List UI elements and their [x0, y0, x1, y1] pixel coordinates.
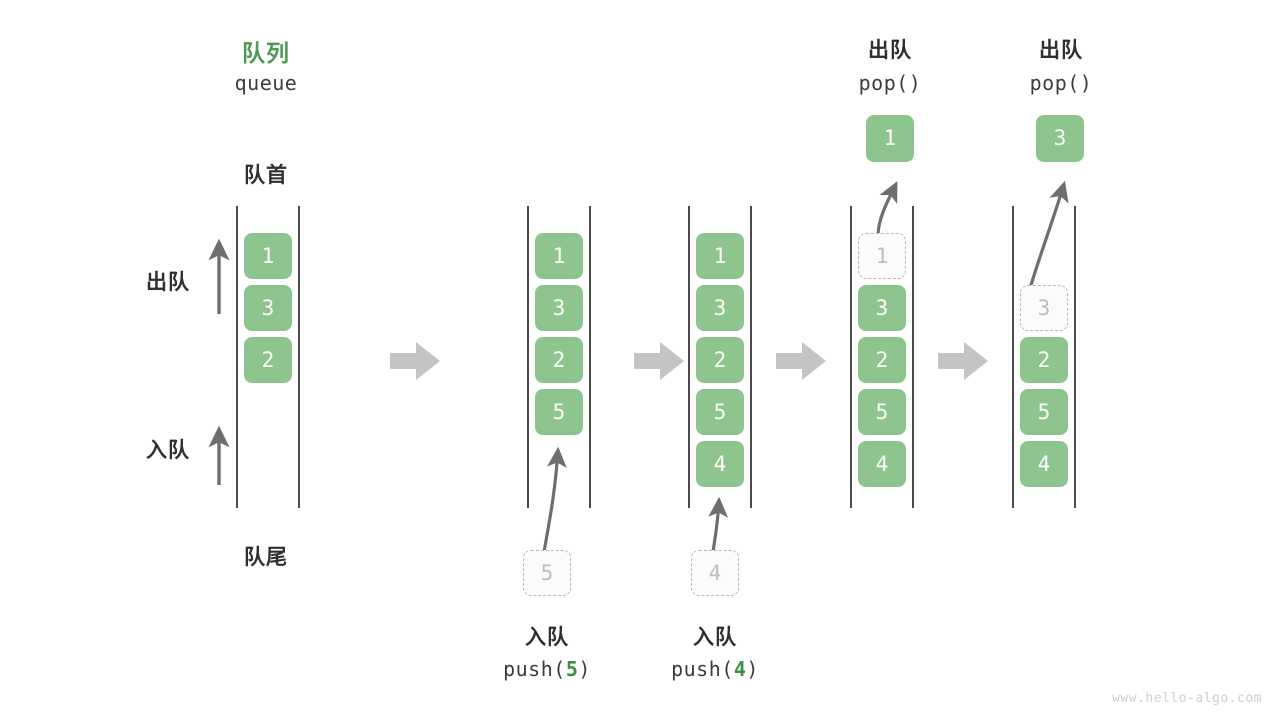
watermark: www.hello-algo.com: [1112, 691, 1262, 706]
queue-rail-right: [298, 206, 300, 508]
queue-cell: 5: [696, 389, 744, 435]
queue-cells: 1 3 2 5 4: [696, 233, 744, 487]
push-code-pre: push(: [503, 657, 566, 681]
queue-cell-empty: [1020, 233, 1068, 279]
queue-rail-right: [912, 206, 914, 508]
step-arrow-icon: [390, 342, 440, 380]
enqueue-direction-arrow-icon: [208, 425, 230, 485]
push-ghost-cell: 5: [523, 550, 571, 596]
pop-arrow-icon: [876, 181, 898, 237]
queue-cell: 4: [858, 441, 906, 487]
queue-cells: 1 3 2: [244, 233, 292, 383]
queue-cell: 5: [858, 389, 906, 435]
push-caption-cn: 入队: [693, 625, 737, 649]
push-caption-cn: 入队: [525, 625, 569, 649]
queue-cell: 2: [535, 337, 583, 383]
pop-header-cn: 出队: [868, 38, 912, 62]
pop-header-code: pop(): [1029, 71, 1093, 95]
queue-rail-right: [1074, 206, 1076, 508]
queue-cell-removing: 3: [1020, 285, 1068, 331]
dequeue-direction-label: 出队: [146, 270, 190, 294]
popped-cell: 1: [866, 115, 914, 162]
queue-cell: 1: [535, 233, 583, 279]
queue-cell: 3: [244, 285, 292, 331]
step-arrow-icon: [776, 342, 826, 380]
queue-cells: 3 2 5 4: [1020, 233, 1068, 487]
queue-rail-left: [688, 206, 690, 508]
push-arrow-icon: [708, 496, 729, 553]
queue-rail-left: [1012, 206, 1014, 508]
push-ghost-cell: 4: [691, 550, 739, 596]
step-arrow-icon: [634, 342, 684, 380]
push-caption-code: push(5): [467, 657, 627, 681]
queue-rail-left: [236, 206, 238, 508]
queue-rail-left: [850, 206, 852, 508]
queue-cell: 2: [244, 337, 292, 383]
push-code-arg: 5: [565, 657, 579, 681]
queue-cell: 3: [535, 285, 583, 331]
pop-header-cn: 出队: [1039, 38, 1083, 62]
queue-cell-removing: 1: [858, 233, 906, 279]
diagram-title-cn: 队列: [242, 41, 290, 67]
push-arrow-icon: [542, 446, 567, 553]
queue-cells: 1 3 2 5 4: [858, 233, 906, 487]
pop-arrow-icon: [1027, 180, 1069, 293]
push-code-arg: 4: [733, 657, 747, 681]
step-arrow-icon: [938, 342, 988, 380]
queue-cell: 1: [696, 233, 744, 279]
queue-cell: 3: [858, 285, 906, 331]
queue-rail-left: [527, 206, 529, 508]
queue-cells: 1 3 2 5: [535, 233, 583, 435]
push-code-post: ): [746, 657, 759, 681]
push-code-post: ): [578, 657, 591, 681]
rear-label: 队尾: [244, 545, 288, 569]
queue-rail-right: [589, 206, 591, 508]
enqueue-direction-label: 入队: [146, 438, 190, 462]
queue-cell: 2: [858, 337, 906, 383]
queue-cell: 2: [696, 337, 744, 383]
queue-cell: 1: [244, 233, 292, 279]
queue-cell-pushed: 4: [696, 441, 744, 487]
dequeue-direction-arrow-icon: [208, 238, 230, 314]
popped-cell: 3: [1036, 115, 1084, 162]
queue-cell-pushed: 5: [535, 389, 583, 435]
queue-rail-right: [750, 206, 752, 508]
queue-cell: 3: [696, 285, 744, 331]
queue-cell: 2: [1020, 337, 1068, 383]
push-caption-code: push(4): [635, 657, 795, 681]
front-label: 队首: [244, 163, 288, 187]
push-code-pre: push(: [671, 657, 734, 681]
diagram-title-en: queue: [234, 71, 298, 95]
queue-cell: 4: [1020, 441, 1068, 487]
pop-header-code: pop(): [858, 71, 922, 95]
queue-cell: 5: [1020, 389, 1068, 435]
